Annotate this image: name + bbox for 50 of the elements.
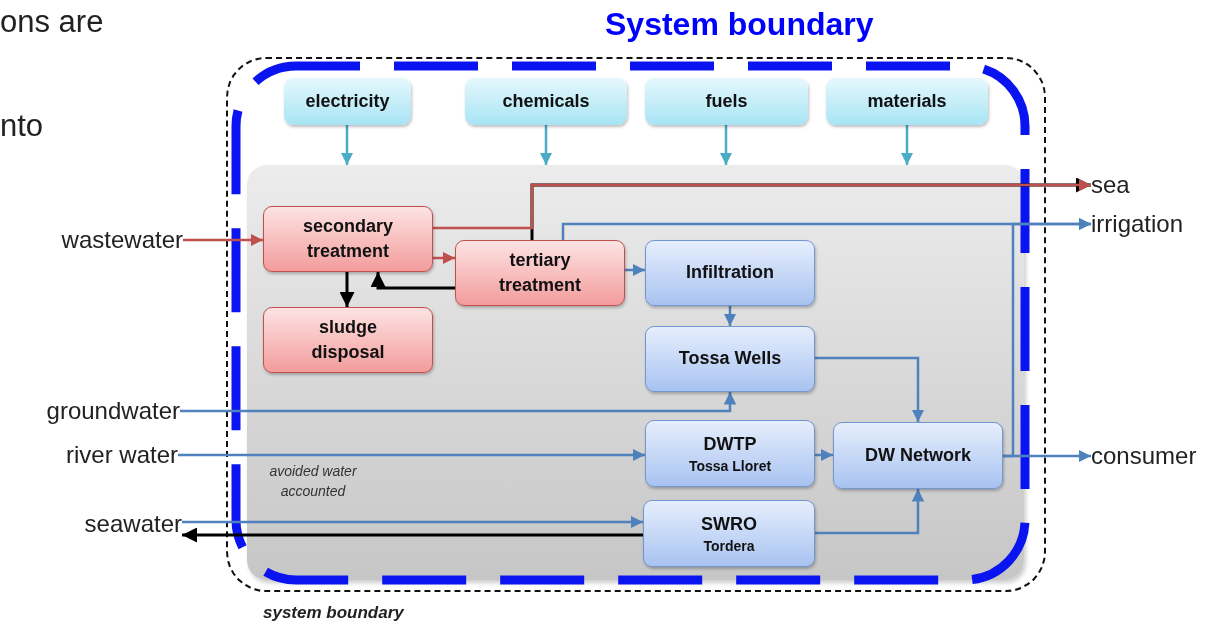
- input-box: electricity: [284, 78, 411, 125]
- box-title: SWRO: [701, 512, 757, 536]
- arrow: [815, 489, 925, 535]
- process-box: DW Network: [833, 422, 1003, 489]
- arrow: [433, 251, 455, 265]
- arrow: [178, 448, 645, 462]
- process-box: Infiltration: [645, 240, 815, 306]
- process-area: [247, 165, 1024, 580]
- input-box: materials: [826, 78, 988, 125]
- arrow: [539, 125, 553, 165]
- title: System boundary: [605, 6, 874, 43]
- arrow: [370, 272, 455, 290]
- arrow: [180, 392, 737, 413]
- arrow: [723, 306, 737, 326]
- arrow: [625, 263, 645, 277]
- process-box: sludge disposal: [263, 307, 433, 373]
- input-box: chemicals: [465, 78, 627, 125]
- arrow: [815, 356, 925, 422]
- source-text: groundwater: [8, 395, 180, 427]
- arrow: [183, 233, 263, 247]
- source-text: seawater: [38, 508, 182, 540]
- source-text: wastewater: [20, 224, 183, 256]
- arrow: [900, 125, 914, 165]
- cut-off-text: ons are: [0, 4, 104, 40]
- process-box: tertiary treatment: [455, 240, 625, 306]
- box-title: DWTP: [703, 432, 757, 456]
- boundary-label: system boundary: [263, 603, 404, 623]
- arrow: [561, 217, 1091, 240]
- arrow: [530, 177, 1091, 240]
- arrow: [719, 125, 733, 165]
- cut-off-text: nto: [0, 108, 44, 144]
- process-box: [643, 500, 815, 567]
- sink-text: sea: [1091, 169, 1151, 201]
- process-box: [645, 420, 815, 487]
- sink-text: irrigation: [1091, 208, 1216, 240]
- arrow: [182, 515, 643, 529]
- sink-text: consumer: [1091, 440, 1219, 472]
- input-box: fuels: [645, 78, 808, 125]
- arrow: [182, 527, 643, 543]
- arrow: [1003, 449, 1091, 463]
- source-text: river water: [18, 439, 178, 471]
- arrow: [340, 125, 354, 165]
- arrow: [339, 272, 355, 307]
- box-subtitle: Tordera: [703, 537, 755, 556]
- arrow: [433, 178, 1091, 230]
- note-text: avoided water accounted: [268, 462, 358, 502]
- process-box: secondary treatment: [263, 206, 433, 272]
- arrow: [815, 448, 833, 462]
- process-box: Tossa Wells: [645, 326, 815, 392]
- box-subtitle: Tossa Lloret: [688, 457, 772, 476]
